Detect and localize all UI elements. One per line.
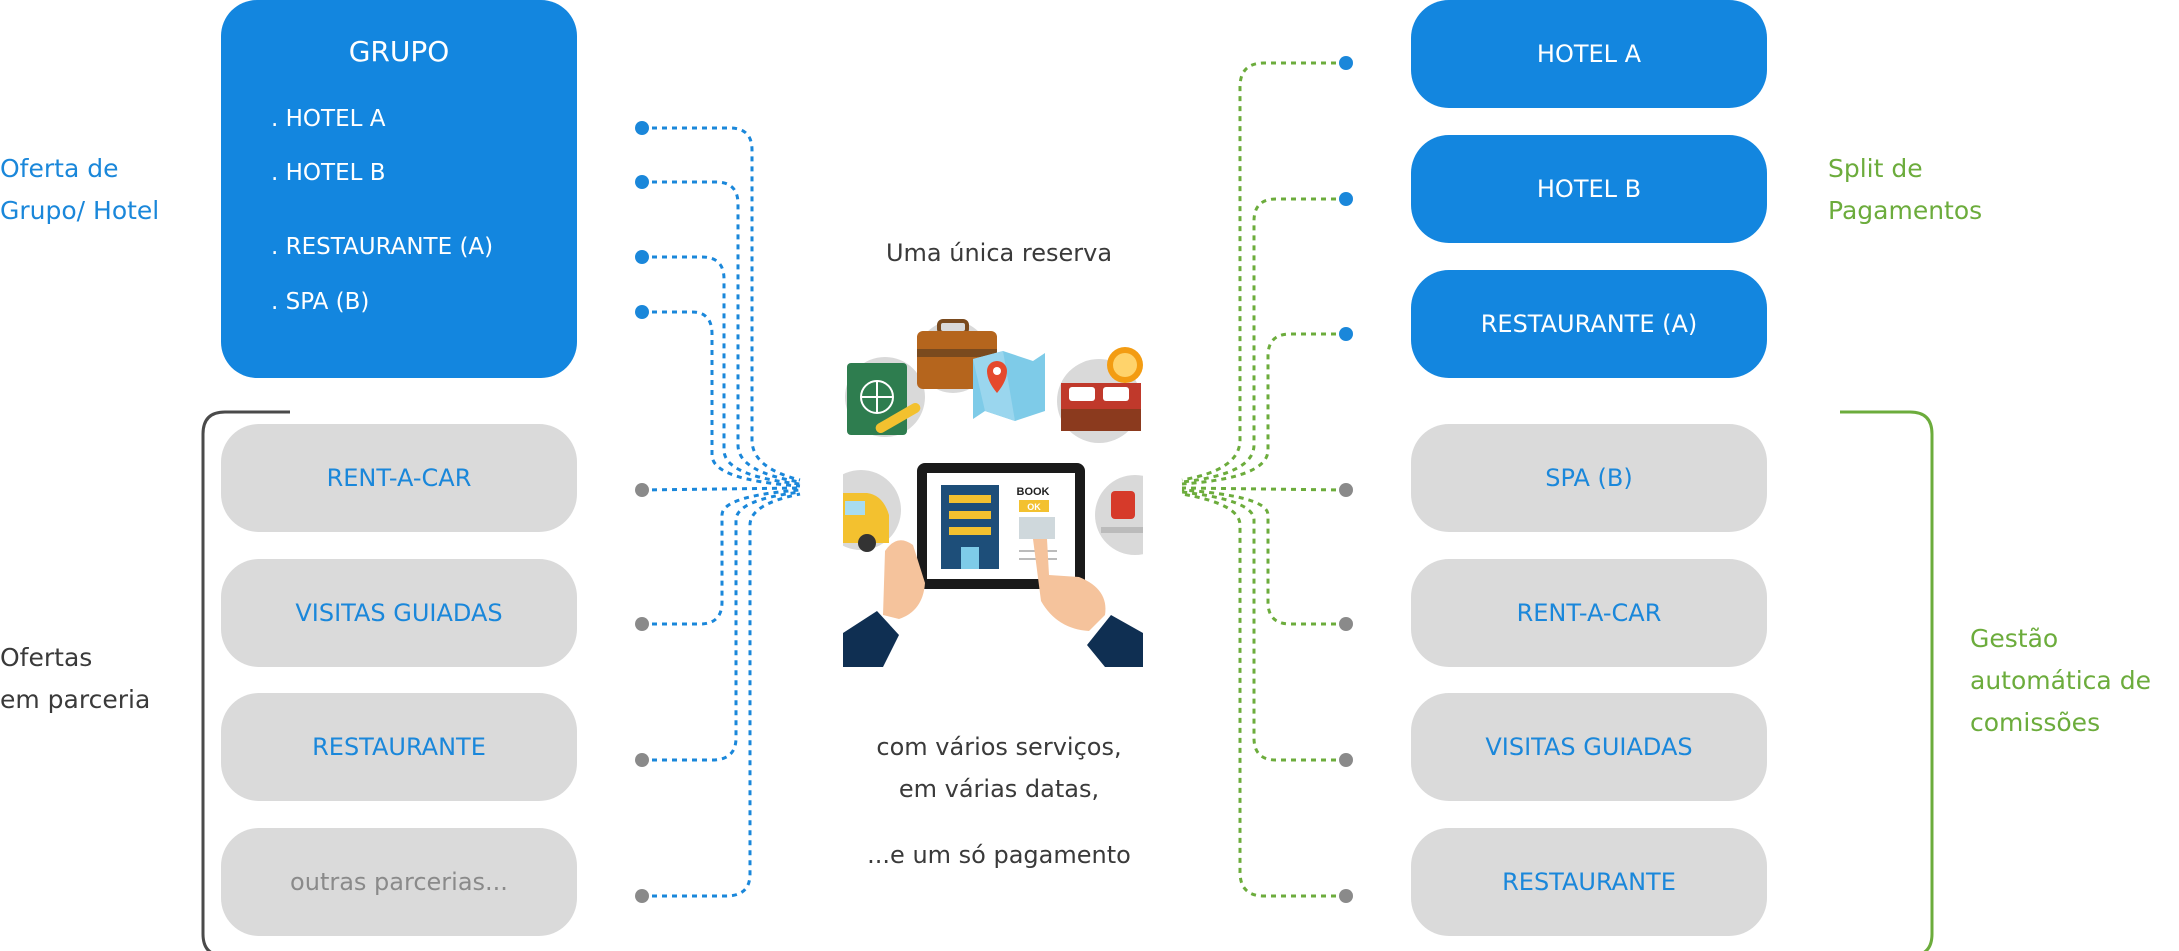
map-icon — [973, 351, 1045, 421]
group-item-spa-b[interactable]: . SPA (B) — [271, 289, 370, 315]
left-connector-dots — [635, 121, 649, 903]
label-offer-line-2: Grupo/ Hotel — [0, 196, 160, 225]
partner-restaurante[interactable]: RESTAURANTE — [221, 693, 577, 801]
label-split-line-1: Split de — [1828, 154, 1923, 183]
right-connector-dots — [1339, 56, 1353, 903]
right-bracket — [1840, 410, 1934, 951]
right-restaurante[interactable]: RESTAURANTE — [1411, 828, 1767, 936]
label-partner-line-2: em parceria — [0, 685, 151, 714]
label-offer-line-1: Oferta de — [0, 154, 119, 183]
group-item-hotel-b[interactable]: . HOTEL B — [271, 160, 386, 186]
label-split-line-2: Pagamentos — [1828, 196, 1983, 225]
label-split-payments: Split de Pagamentos — [1828, 148, 1982, 232]
partner-rent-a-car[interactable]: RENT-A-CAR — [221, 424, 577, 532]
label-commissions: Gestão automática de comissões — [1970, 618, 2151, 744]
hands-icon — [843, 539, 1143, 667]
partner-visitas-guiadas[interactable]: VISITAS GUIADAS — [221, 559, 577, 667]
left-bracket — [201, 410, 290, 951]
right-spa-b[interactable]: SPA (B) — [1411, 424, 1767, 532]
right-rent-a-car[interactable]: RENT-A-CAR — [1411, 559, 1767, 667]
group-item-restaurante-a[interactable]: . RESTAURANTE (A) — [271, 234, 494, 260]
center-highlight: ...e um só pagamento — [867, 841, 1131, 869]
label-commissions-line-2: automática de — [1970, 666, 2151, 695]
group-title: GRUPO — [348, 35, 450, 68]
tablet-icon: BOOK OK — [917, 463, 1085, 589]
label-partner-line-1: Ofertas — [0, 643, 93, 672]
label-commissions-line-3: comissões — [1970, 708, 2101, 737]
car-icon — [843, 470, 901, 552]
center-line-1: com vários serviços, — [876, 733, 1122, 761]
bed-icon — [1057, 347, 1143, 443]
center-line-2: em várias datas, — [898, 775, 1100, 803]
right-hotel-a[interactable]: HOTEL A — [1411, 0, 1767, 108]
left-blue-connectors — [641, 126, 801, 898]
partner-others[interactable]: outras parcerias... — [221, 828, 577, 936]
label-commissions-line-1: Gestão — [1970, 624, 2059, 653]
label-offer-group: Oferta de Grupo/ Hotel — [0, 148, 159, 232]
right-hotel-b[interactable]: HOTEL B — [1411, 135, 1767, 243]
booking-illustration: BOOK OK — [843, 319, 1143, 667]
right-green-connectors — [1181, 61, 1347, 898]
right-visitas-guiadas[interactable]: VISITAS GUIADAS — [1411, 693, 1767, 801]
right-restaurante-a[interactable]: RESTAURANTE (A) — [1411, 270, 1767, 378]
label-partner-offers: Ofertas em parceria — [0, 637, 150, 721]
tablet-ok-text: OK — [1027, 502, 1041, 512]
group-box[interactable]: GRUPO . HOTEL A . HOTEL B . RESTAURANTE … — [221, 0, 577, 378]
teacup-icon — [1095, 475, 1143, 555]
center-top-text: Uma única reserva — [885, 239, 1113, 267]
group-item-hotel-a[interactable]: . HOTEL A — [271, 106, 386, 132]
center-bottom-text: com vários serviços, em várias datas, — [799, 726, 1199, 810]
passport-icon — [845, 357, 925, 437]
tablet-book-text: BOOK — [1017, 486, 1050, 498]
